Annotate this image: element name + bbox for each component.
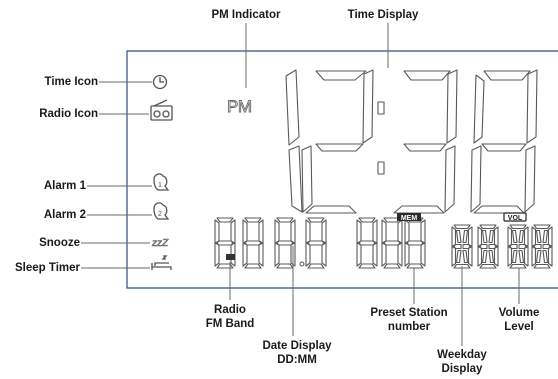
alpha-digit-4 (531, 224, 553, 269)
label-preset-station-line2: number (387, 321, 431, 333)
label-time-icon: Time Icon (44, 76, 98, 88)
sleep-timer-icon (151, 255, 172, 270)
time-digit-8 (470, 69, 538, 214)
label-pm-indicator: PM Indicator (211, 9, 281, 21)
time-digit-1 (285, 69, 303, 213)
label-date-display-line2: DD:MM (277, 354, 317, 366)
label-time-display: Time Display (347, 9, 419, 21)
clock-icon (152, 74, 168, 90)
vol-tag: VOL (508, 215, 523, 222)
alpha-digit-row (451, 224, 553, 269)
small-digit-2 (242, 217, 264, 269)
label-radio-fm-band-line1: Radio (214, 304, 246, 316)
small-digit-1 (214, 217, 236, 269)
callout-lines (81, 23, 520, 346)
snooze-icon: zzZ (151, 238, 169, 249)
svg-text:1: 1 (158, 182, 162, 189)
label-date-display-line1: Date Display (262, 340, 332, 352)
time-digit-3 (393, 69, 458, 214)
time-digit-2 (301, 69, 374, 214)
label-sleep-timer: Sleep Timer (15, 262, 80, 274)
alpha-digit-3 (507, 224, 529, 269)
mem-tag: MEM (401, 215, 418, 222)
label-volume-level: Volume Level (499, 306, 540, 334)
label-alarm-2: Alarm 2 (43, 209, 86, 221)
alarm-2-icon: 2 (153, 202, 170, 220)
small-digit-4 (305, 217, 327, 269)
label-preset-station: Preset Station number (370, 306, 447, 334)
radio-icon (150, 99, 173, 121)
small-digit-7 (404, 217, 426, 269)
label-radio-fm-band: Radio FM Band (206, 303, 255, 331)
pm-indicator: PM (227, 97, 252, 116)
label-weekday-display-line2: Display (441, 363, 483, 375)
label-volume-level-line2: Level (504, 321, 534, 333)
alarm-1-icon: 1 (153, 173, 170, 191)
fm-band-box (226, 254, 235, 260)
label-snooze: Snooze (39, 237, 80, 249)
date-separator-dot (299, 261, 305, 267)
label-radio-icon: Radio Icon (39, 108, 98, 120)
label-date-display: Date Display DD:MM (262, 339, 331, 367)
time-colon-top (377, 101, 385, 115)
vol-tag-bg (503, 212, 527, 222)
small-digit-5 (356, 217, 378, 269)
small-digit-row (214, 217, 426, 269)
label-preset-station-line1: Preset Station (370, 307, 448, 319)
svg-text:2: 2 (158, 211, 162, 218)
mem-tag-bg (397, 213, 421, 221)
time-display-digits (285, 69, 538, 214)
label-weekday-display: Weekday Display (437, 348, 487, 376)
small-digit-3 (274, 217, 296, 269)
alpha-digit-2 (477, 224, 499, 269)
small-digit-6 (381, 217, 403, 269)
label-radio-fm-band-line2: FM Band (205, 318, 255, 330)
alpha-digit-1 (451, 224, 473, 269)
label-alarm-1: Alarm 1 (43, 180, 86, 192)
label-weekday-display-line1: Weekday (437, 349, 487, 361)
time-colon-bottom (377, 161, 385, 175)
label-volume-level-line1: Volume (498, 307, 540, 319)
lcd-frame (126, 50, 558, 289)
